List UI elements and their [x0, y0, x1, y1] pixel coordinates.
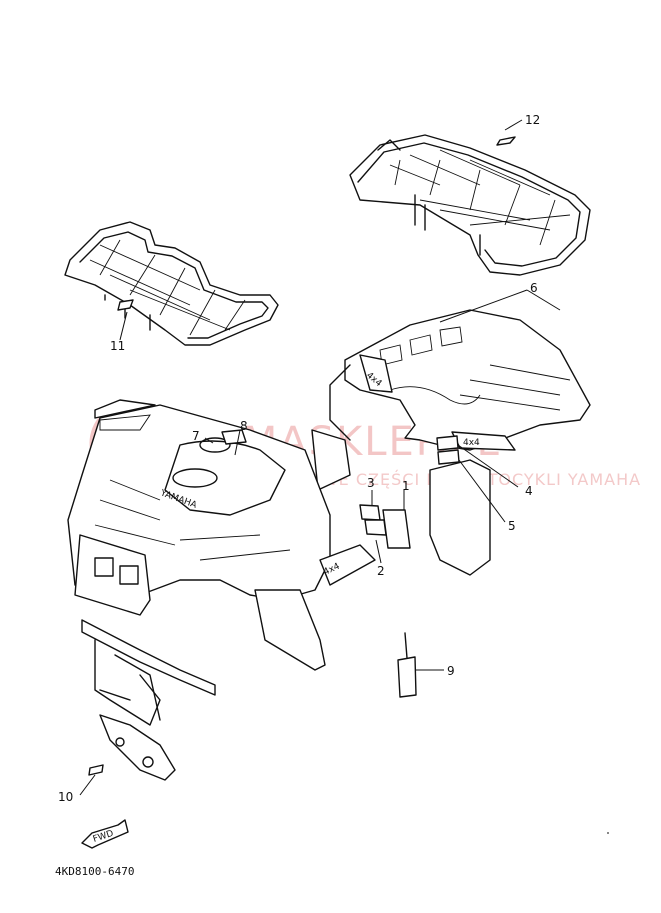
rear-fender: 4x4 4x4 [311, 309, 591, 576]
part-label-4: 4 [525, 484, 533, 498]
part-label-11: 11 [110, 339, 125, 353]
part-labels: 12 11 6 8 7 3 1 4 5 2 9 10 [58, 113, 540, 804]
part-label-8: 8 [240, 419, 248, 433]
part-label-2: 2 [377, 564, 385, 578]
small-decals [88, 504, 417, 776]
rear-badge: 4x4 [463, 438, 480, 448]
part-label-6: 6 [530, 281, 538, 295]
front-guard [81, 619, 216, 781]
part-label-10: 10 [58, 790, 73, 804]
fwd-arrow: FWD [81, 819, 129, 849]
part-label-9: 9 [447, 664, 455, 678]
rear-carrier [349, 134, 591, 276]
diagram-code: 4KD8100-6470 [55, 865, 134, 878]
stray-dot [607, 832, 609, 834]
part-label-1: 1 [402, 479, 410, 493]
part-label-5: 5 [508, 519, 516, 533]
leader-lines [79, 119, 561, 796]
part-label-3: 3 [367, 476, 375, 490]
part-label-7: 7 [192, 429, 200, 443]
front-fender: YAMAHA 4x4 [67, 399, 376, 671]
part-label-12: 12 [525, 113, 540, 127]
front-carrier [64, 221, 279, 346]
